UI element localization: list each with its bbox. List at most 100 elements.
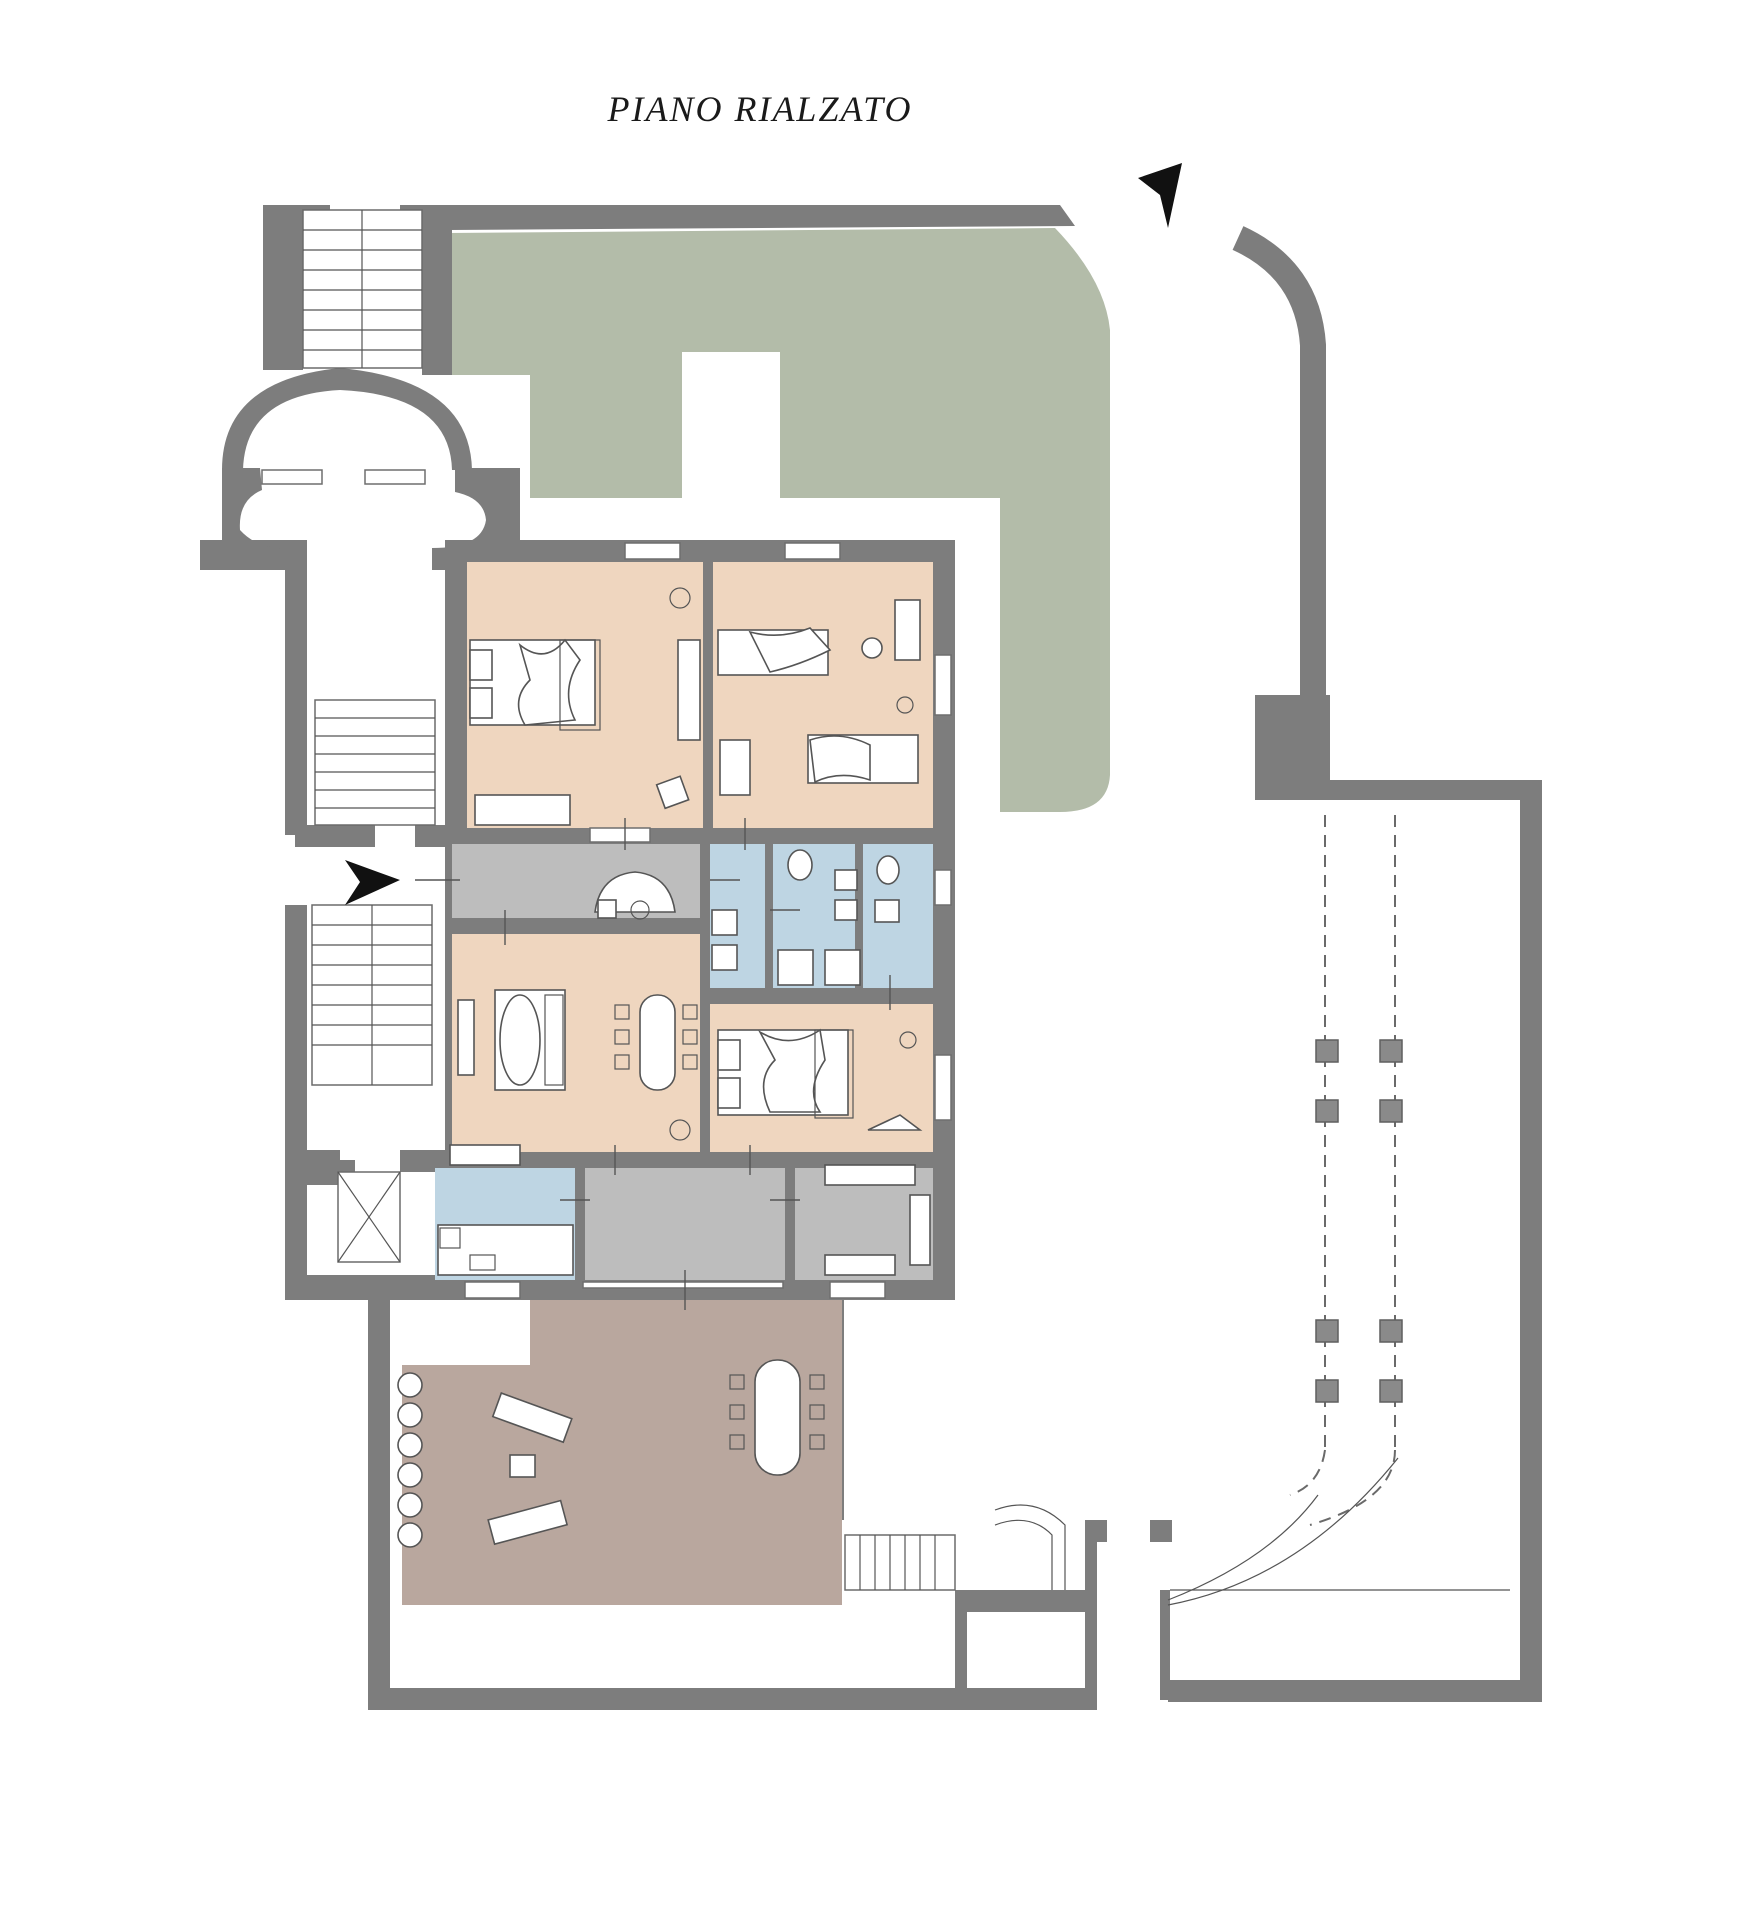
- wall-segment: [290, 1150, 340, 1172]
- plant-icon: [669, 587, 691, 609]
- driveway-curve: [1167, 1494, 1319, 1601]
- terrace: [530, 1300, 842, 1370]
- wall-segment: [955, 1590, 967, 1690]
- plant-icon: [896, 696, 914, 714]
- wall-segment: [295, 825, 375, 847]
- bed-icon: [717, 1028, 854, 1119]
- desk-icon: [867, 1114, 923, 1131]
- wall-segment: [285, 1180, 307, 1300]
- entrance-arrow-icon: [345, 860, 400, 905]
- staircase-icon: [311, 699, 436, 1086]
- wall-segment: [445, 828, 955, 844]
- window: [261, 469, 323, 485]
- wall-segment: [430, 1280, 955, 1300]
- garden: [448, 228, 1110, 812]
- wall-segment: [285, 905, 307, 1170]
- window: [589, 827, 651, 843]
- staircase-icon: [302, 209, 423, 369]
- wall-segment: [855, 840, 863, 990]
- window: [934, 654, 952, 716]
- wardrobe-icon: [824, 1254, 896, 1276]
- wall-segment: [933, 540, 955, 1300]
- tv-unit-icon: [457, 999, 475, 1076]
- wall-segment: [1160, 1590, 1170, 1700]
- toilet-icon: [787, 849, 813, 881]
- wall-segment: [400, 1150, 450, 1172]
- staircase-icon: [844, 1504, 1066, 1591]
- wall-segment: [703, 555, 713, 845]
- wall-segment: [1520, 780, 1542, 1700]
- stove-icon: [439, 1227, 461, 1249]
- wall-segment: [222, 468, 290, 570]
- planter-icon: [397, 1372, 423, 1548]
- sofa-icon: [449, 1144, 521, 1166]
- window: [582, 1281, 784, 1289]
- chair-icon: [861, 637, 883, 659]
- washing-machine-icon: [711, 909, 738, 936]
- wall-segment: [368, 1295, 390, 1710]
- wall-segment: [1168, 1680, 1542, 1702]
- bed-icon: [469, 638, 601, 731]
- sink-icon: [874, 899, 900, 923]
- dining-table-icon: [729, 1359, 825, 1476]
- window: [624, 542, 681, 560]
- wall-segment: [1085, 1520, 1097, 1710]
- sink-icon: [469, 1254, 496, 1271]
- wall-segment: [285, 540, 307, 835]
- driveway-curve: [1167, 1457, 1399, 1606]
- plant-icon: [669, 1119, 691, 1141]
- desk-icon: [677, 639, 701, 741]
- shower-icon: [824, 949, 861, 986]
- sun-lounger-icon: [487, 1499, 569, 1546]
- wall-segment: [200, 540, 222, 570]
- wall-segment: [1232, 226, 1326, 700]
- wall-segment: [222, 368, 472, 470]
- wall-segment: [1085, 1520, 1107, 1542]
- desk-icon: [894, 599, 921, 661]
- wall-segment: [1315, 780, 1540, 800]
- window: [464, 1281, 521, 1299]
- toilet-icon: [876, 855, 900, 885]
- wardrobe-icon: [824, 1164, 916, 1186]
- dining-table-icon: [614, 994, 698, 1091]
- side-table-icon: [509, 1454, 536, 1478]
- wall-segment: [445, 918, 705, 934]
- plan-title: PIANO RIALZATO: [607, 89, 913, 129]
- dryer-icon: [711, 944, 738, 971]
- corridor-rear: [585, 1168, 785, 1280]
- bed-icon: [717, 627, 919, 784]
- armchair-icon: [655, 775, 690, 810]
- wall-segment: [765, 840, 773, 990]
- wall-segment: [955, 1590, 1095, 1612]
- shower-icon: [777, 949, 814, 986]
- plant-icon: [899, 1031, 917, 1049]
- chair-icon: [597, 899, 617, 919]
- window: [934, 1054, 952, 1121]
- window: [364, 469, 426, 485]
- wall-segment: [705, 988, 935, 1004]
- sun-lounger-icon: [491, 1392, 573, 1444]
- pergola: [1289, 815, 1403, 1526]
- window: [829, 1281, 886, 1299]
- wall-segment: [425, 205, 1075, 235]
- wall-segment: [700, 840, 710, 1165]
- wall-segment: [368, 1688, 1088, 1710]
- sink-icon: [834, 899, 858, 921]
- wardrobe-icon: [719, 739, 751, 796]
- wardrobe-icon: [474, 794, 571, 826]
- door-markers: [415, 818, 891, 1310]
- window: [784, 542, 841, 560]
- wall-segment: [445, 540, 955, 562]
- wall-segment: [263, 205, 303, 370]
- counter-icon: [437, 1224, 574, 1276]
- sofa-icon: [494, 989, 566, 1091]
- wall-segment: [785, 1165, 795, 1295]
- wall-segment: [1150, 1520, 1172, 1542]
- plant-icon: [630, 900, 650, 920]
- window: [934, 869, 952, 906]
- wall-segment: [575, 1165, 585, 1295]
- entrance-arrow-icon: [1138, 163, 1182, 228]
- sink-icon: [834, 869, 858, 891]
- elevator-icon: [337, 1171, 401, 1263]
- wardrobe-icon: [909, 1194, 931, 1266]
